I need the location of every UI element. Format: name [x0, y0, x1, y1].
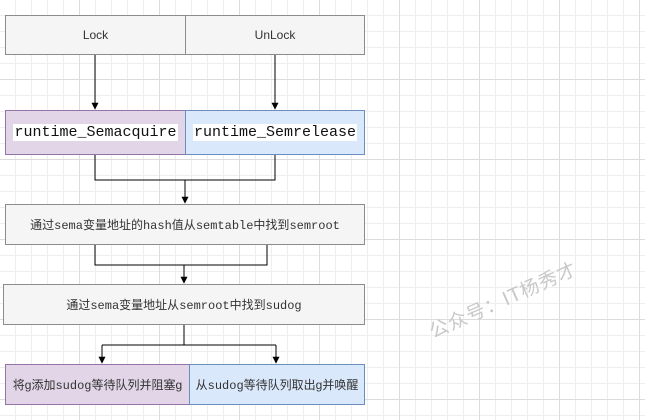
semrelease-node[interactable]: runtime_Semrelease [185, 110, 365, 155]
dequeue-text-2: 等待队列取出g并唤醒 [243, 378, 359, 392]
semacquire-label: runtime_Semacquire [13, 124, 178, 141]
enqueue-text-2: 等待队列并阻塞g [91, 378, 183, 392]
dequeue-node[interactable]: 从sudog等待队列取出g并唤醒 [189, 364, 365, 405]
dequeue-text-1: 从 [195, 378, 208, 392]
connector-step1-bracket [94, 245, 268, 266]
step1-text-4: 中找到 [253, 218, 290, 232]
enqueue-code-1: sudog [55, 379, 92, 393]
step1-text-2: 变量地址的 [82, 218, 143, 232]
enqueue-label: 将g添加sudog等待队列并阻塞g [13, 376, 182, 393]
step2-text-1: 通过 [66, 298, 91, 312]
step1-code-2: hash [142, 219, 172, 233]
step2-code-1: sema [90, 299, 120, 313]
dequeue-code-1: sudog [207, 379, 244, 393]
step1-node[interactable]: 通过sema变量地址的hash值从semtable中找到semroot [5, 204, 365, 245]
semacquire-node[interactable]: runtime_Semacquire [5, 110, 186, 155]
unlock-node[interactable]: UnLock [185, 15, 365, 55]
step2-node[interactable]: 通过sema变量地址从semroot中找到sudog [3, 284, 365, 325]
step1-code-4: semroot [289, 219, 340, 233]
enqueue-node[interactable]: 将g添加sudog等待队列并阻塞g [5, 364, 190, 405]
unlock-label: UnLock [254, 28, 296, 42]
dequeue-label: 从sudog等待队列取出g并唤醒 [196, 376, 359, 393]
semrelease-label: runtime_Semrelease [192, 124, 358, 141]
connector-step2-split [102, 325, 276, 346]
lock-label: Lock [82, 28, 109, 42]
step2-text-2: 变量地址从 [119, 298, 180, 312]
connector-sema-merge [94, 155, 276, 181]
step2-code-2: semroot [179, 299, 230, 313]
step1-text-3: 值从 [171, 218, 196, 232]
step2-code-3: sudog [265, 299, 302, 313]
step2-text-3: 中找到 [229, 298, 266, 312]
step1-text-1: 通过 [30, 218, 55, 232]
step2-label: 通过sema变量地址从semroot中找到sudog [66, 296, 301, 313]
lock-node[interactable]: Lock [5, 15, 186, 55]
step1-code-1: sema [54, 219, 83, 233]
step1-label: 通过sema变量地址的hash值从semtable中找到semroot [30, 216, 340, 233]
step1-code-3: semtable [195, 219, 254, 233]
enqueue-text-1: 将g添加 [12, 378, 56, 392]
